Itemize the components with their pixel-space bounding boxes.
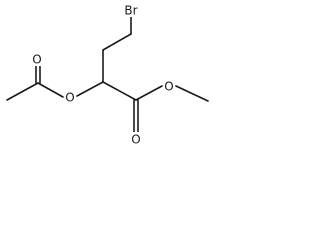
bond-acetyl-methyl [6,82,39,101]
bond-chiral-ester [102,81,137,101]
bond-ch2-ch2 [102,33,132,51]
ether-oxygen-label-bg [64,90,76,104]
ether-oxygen-label: O [65,91,74,105]
bond-ester-methoxy-o [135,85,163,101]
bond-methoxy-methyl [175,85,209,102]
bromine-label-bg [122,3,140,17]
bond-acetyl-ether [37,82,64,98]
methoxy-oxygen-label-bg [163,79,175,93]
structure-diagram: Br O O O O [6,3,209,147]
ester-oxygen-label: O [131,133,140,147]
bond-ether-chiral [76,81,104,97]
bromine-label: Br [124,4,137,18]
acetyl-oxygen-label-bg [31,52,43,66]
methoxy-oxygen-label: O [164,80,173,94]
ester-oxygen-label-bg [130,132,142,146]
acetyl-oxygen-label: O [32,53,41,67]
